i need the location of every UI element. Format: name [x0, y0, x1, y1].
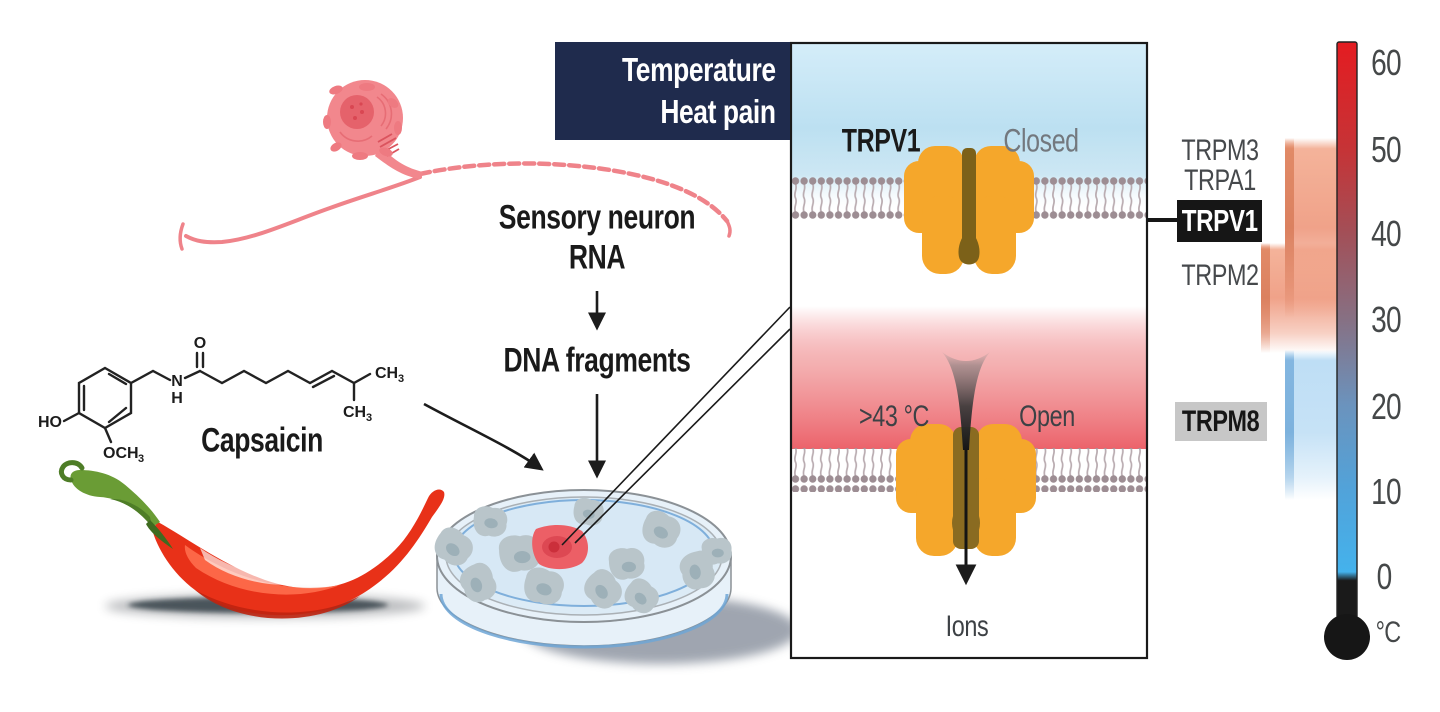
- responding-cell: [532, 525, 588, 570]
- petri-dish-illustration: [434, 489, 798, 664]
- cell-colonies: [434, 497, 732, 614]
- panel-header: Temperature Heat pain: [555, 42, 790, 140]
- membrane-bottom-left: [792, 448, 898, 492]
- thermometer-tube: [1336, 41, 1358, 619]
- label-trpm8: TRPM8: [1182, 404, 1260, 438]
- organelles: [323, 83, 402, 160]
- svg-text:3: 3: [366, 412, 372, 424]
- neuron-nucleus: [340, 95, 374, 129]
- chili-pepper-illustration: [58, 460, 445, 619]
- panel-border: [789, 41, 1149, 660]
- ion-channel-closed: [904, 146, 1034, 274]
- membrane-bottom-right: [1032, 448, 1146, 492]
- axon-dashed: [417, 161, 730, 224]
- header-line2: Heat pain: [660, 93, 776, 130]
- sensory-neuron-illustration: [178, 80, 732, 251]
- magnification-callout-lines: [561, 306, 791, 546]
- channel-panel: [789, 41, 1149, 660]
- atom-n: N: [171, 373, 183, 390]
- atom-o: O: [194, 335, 206, 352]
- header-line1: Temperature: [622, 51, 776, 88]
- atom-ch3-bottom: CH: [343, 404, 366, 421]
- closed-pore: [962, 148, 976, 260]
- workflow-arrows: [423, 291, 607, 479]
- atom-h: H: [171, 390, 183, 407]
- axon-left: [184, 175, 422, 245]
- nerve-ending: [178, 222, 185, 251]
- svg-text:3: 3: [138, 453, 144, 465]
- membrane-top-left: [792, 175, 905, 219]
- label-trpv1-scale: TRPV1: [1181, 203, 1258, 238]
- pepper-body: [152, 489, 445, 616]
- thermometer: [1324, 41, 1370, 660]
- temperature-bands: [1261, 138, 1337, 500]
- membrane-top-right: [1033, 175, 1146, 219]
- atom-och: OCH: [103, 445, 139, 462]
- badge-trpm8: TRPM8: [1175, 402, 1267, 441]
- arrow-capsaicin-to-dish: [423, 402, 544, 471]
- svg-text:3: 3: [398, 373, 404, 385]
- benzene-ring: [77, 366, 133, 430]
- badge-trpv1: TRPV1: [1177, 200, 1262, 242]
- pepper-stem: [70, 470, 160, 527]
- atom-ch3-top: CH: [375, 365, 398, 382]
- capsaicin-structure: HO O N H OCH 3 CH 3 CH 3: [38, 335, 404, 465]
- atom-ho: HO: [38, 414, 62, 431]
- ion-channel-open: [896, 424, 1036, 556]
- ion-flow-funnel: [942, 352, 990, 450]
- thermometer-bulb: [1324, 614, 1370, 660]
